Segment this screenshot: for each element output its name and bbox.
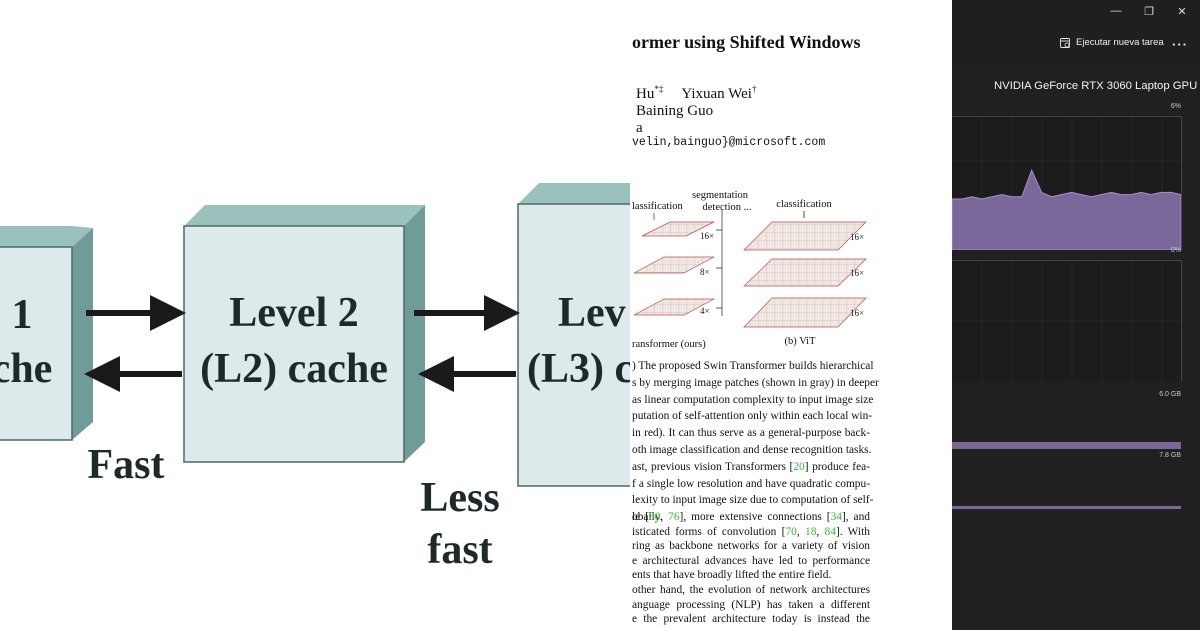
gpu-util-chart — [952, 117, 1181, 250]
authors-block: Hu*‡ Yixuan Wei† Baining Guo a — [636, 81, 756, 137]
mem-label-1: 6.0 GB — [1159, 391, 1181, 398]
run-new-task-label: Ejecutar nueva tarea — [1076, 37, 1164, 48]
fig-left-scale-2: 8× — [700, 267, 710, 277]
fast-label: Fast — [88, 442, 165, 488]
body-paragraph: le [30, 76], more extensive connections … — [632, 510, 870, 627]
mem-label-2: 7.8 GB — [1159, 452, 1181, 459]
fig-right-scale-2: 16× — [850, 268, 864, 278]
util-zero-label: 0% — [1170, 247, 1181, 254]
title-bar: — ❐ ✕ — [952, 0, 1200, 28]
fig-right-maps — [743, 221, 867, 328]
body-line: e the prevalent architecture today is in… — [632, 613, 870, 626]
body-line: ring as backbone networks for a variety … — [632, 540, 870, 553]
citation-link[interactable]: 84 — [824, 525, 836, 538]
caption-line: ) The proposed Swin Transformer builds h… — [632, 360, 874, 372]
citation-link[interactable]: 30 — [648, 511, 661, 523]
author-emails: velin,bainguo}@microsoft.com — [632, 136, 826, 149]
level3-box — [517, 183, 632, 487]
figure-caption: ) The proposed Swin Transformer builds h… — [632, 358, 879, 526]
body-line: anguage processing (NLP) has taken a dif… — [632, 598, 870, 611]
citation-link[interactable]: 18 — [805, 525, 817, 538]
paper-document: ormer using Shifted Windows Hu*‡ Yixuan W… — [630, 0, 952, 630]
fig-middle-top-label-1: segmentation — [692, 190, 749, 201]
fig-right-caption: (b) ViT — [785, 336, 817, 347]
fig-left-scale-3: 4× — [700, 306, 710, 316]
author-b-affil: † — [751, 84, 757, 94]
fig-middle-top-label-2: detection ... — [703, 202, 752, 213]
level3-line2: (L3) c — [527, 346, 632, 392]
fig-right-scale-3: 16× — [850, 308, 864, 318]
fig-left-maps — [633, 221, 715, 316]
authors-line3: a — [636, 120, 643, 136]
citation-link[interactable]: 20 — [793, 460, 805, 473]
more-options-button[interactable]: ··· — [1172, 37, 1188, 52]
citation-link[interactable]: 34 — [830, 511, 842, 523]
level2-line1: Level 2 — [229, 290, 358, 336]
author-a: Hu — [636, 86, 655, 102]
secondary-chart — [952, 261, 1181, 381]
toolbar: Ejecutar nueva tarea ··· — [952, 28, 1200, 62]
caption-line: s by merging image patches (shown in gra… — [632, 376, 879, 389]
gpu-utilization-graph — [952, 116, 1182, 250]
fig-left-scale-1: 16× — [700, 231, 714, 241]
figure-swin-vs-vit: lassification segmentation detection ...… — [632, 190, 867, 350]
authors-line2: Baining Guo — [636, 103, 714, 119]
caption-line: f a single low resolution and have quadr… — [632, 477, 870, 490]
authors-line1: Hu*‡ Yixuan Wei† — [636, 81, 756, 103]
minimize-button[interactable]: — — [1110, 5, 1122, 17]
run-new-task-button[interactable]: Ejecutar nueva tarea — [1060, 37, 1164, 48]
fig-left-connectors — [716, 210, 723, 316]
caption-line-last: obally. — [632, 511, 663, 524]
body-line-with-refs: isticated forms of convolution [70, 18, … — [632, 525, 870, 538]
level3-line1: Lev — [558, 290, 626, 336]
level1-line1: 1 — [12, 292, 33, 338]
less-fast-line1: Less — [420, 475, 499, 521]
cache-diagram: 1 che Level 2 (L2) cache Lev (L3) c Fast… — [0, 183, 632, 573]
secondary-graph — [952, 260, 1182, 381]
body-line: e architectural advances have led to per… — [632, 554, 870, 567]
citation-link[interactable]: 76 — [668, 511, 680, 523]
citation-link[interactable]: 70 — [785, 525, 797, 538]
gpu-util-area — [952, 168, 1181, 250]
paper-title: ormer using Shifted Windows — [632, 32, 861, 52]
run-task-icon — [1060, 37, 1070, 48]
maximize-button[interactable]: ❐ — [1144, 5, 1154, 18]
fig-right-top-label: classification — [776, 199, 832, 210]
caption-line-with-ref: ast, previous vision Transformers [20] p… — [632, 460, 870, 473]
body-line: other hand, the evolution of network arc… — [632, 583, 870, 596]
author-a-affil: *‡ — [654, 84, 664, 94]
level2-line2: (L2) cache — [200, 346, 388, 392]
dedicated-memory-bar — [952, 442, 1181, 449]
caption-line: lexity to input image size due to comput… — [632, 494, 874, 507]
caption-line: as linear computation complexity to inpu… — [632, 393, 874, 406]
cache-hierarchy-image: 1 che Level 2 (L2) cache Lev (L3) c Fast… — [0, 183, 632, 573]
level1-line2: che — [0, 346, 52, 392]
caption-line: putation of self-attention only within e… — [632, 410, 873, 423]
shared-memory-bar — [952, 506, 1181, 509]
body-line: ents that have broadly lifted the entire… — [632, 569, 832, 582]
author-b: Yixuan Wei — [681, 86, 752, 102]
fig-left-caption: ransformer (ours) — [632, 339, 706, 350]
fig-right-scale-1: 16× — [850, 232, 864, 242]
fig-left-top-label: lassification — [632, 201, 683, 212]
close-button[interactable]: ✕ — [1177, 5, 1187, 18]
caption-line: oth image classification and dense recog… — [632, 443, 872, 456]
util-max-label: 6% — [1170, 103, 1181, 110]
performance-panel: NVIDIA GeForce RTX 3060 Laptop GPU 6% 0% — [952, 62, 1200, 630]
less-fast-line2: fast — [427, 527, 492, 573]
gpu-name: NVIDIA GeForce RTX 3060 Laptop GPU — [994, 80, 1198, 92]
task-manager-window: — ❐ ✕ Ejecutar nueva tarea ··· NVIDIA Ge… — [952, 0, 1200, 630]
level2-box — [183, 205, 425, 463]
caption-line: in red). It can thus serve as a general-… — [632, 427, 870, 440]
body-line-with-refs: le [30, 76], more extensive connections … — [632, 511, 870, 523]
